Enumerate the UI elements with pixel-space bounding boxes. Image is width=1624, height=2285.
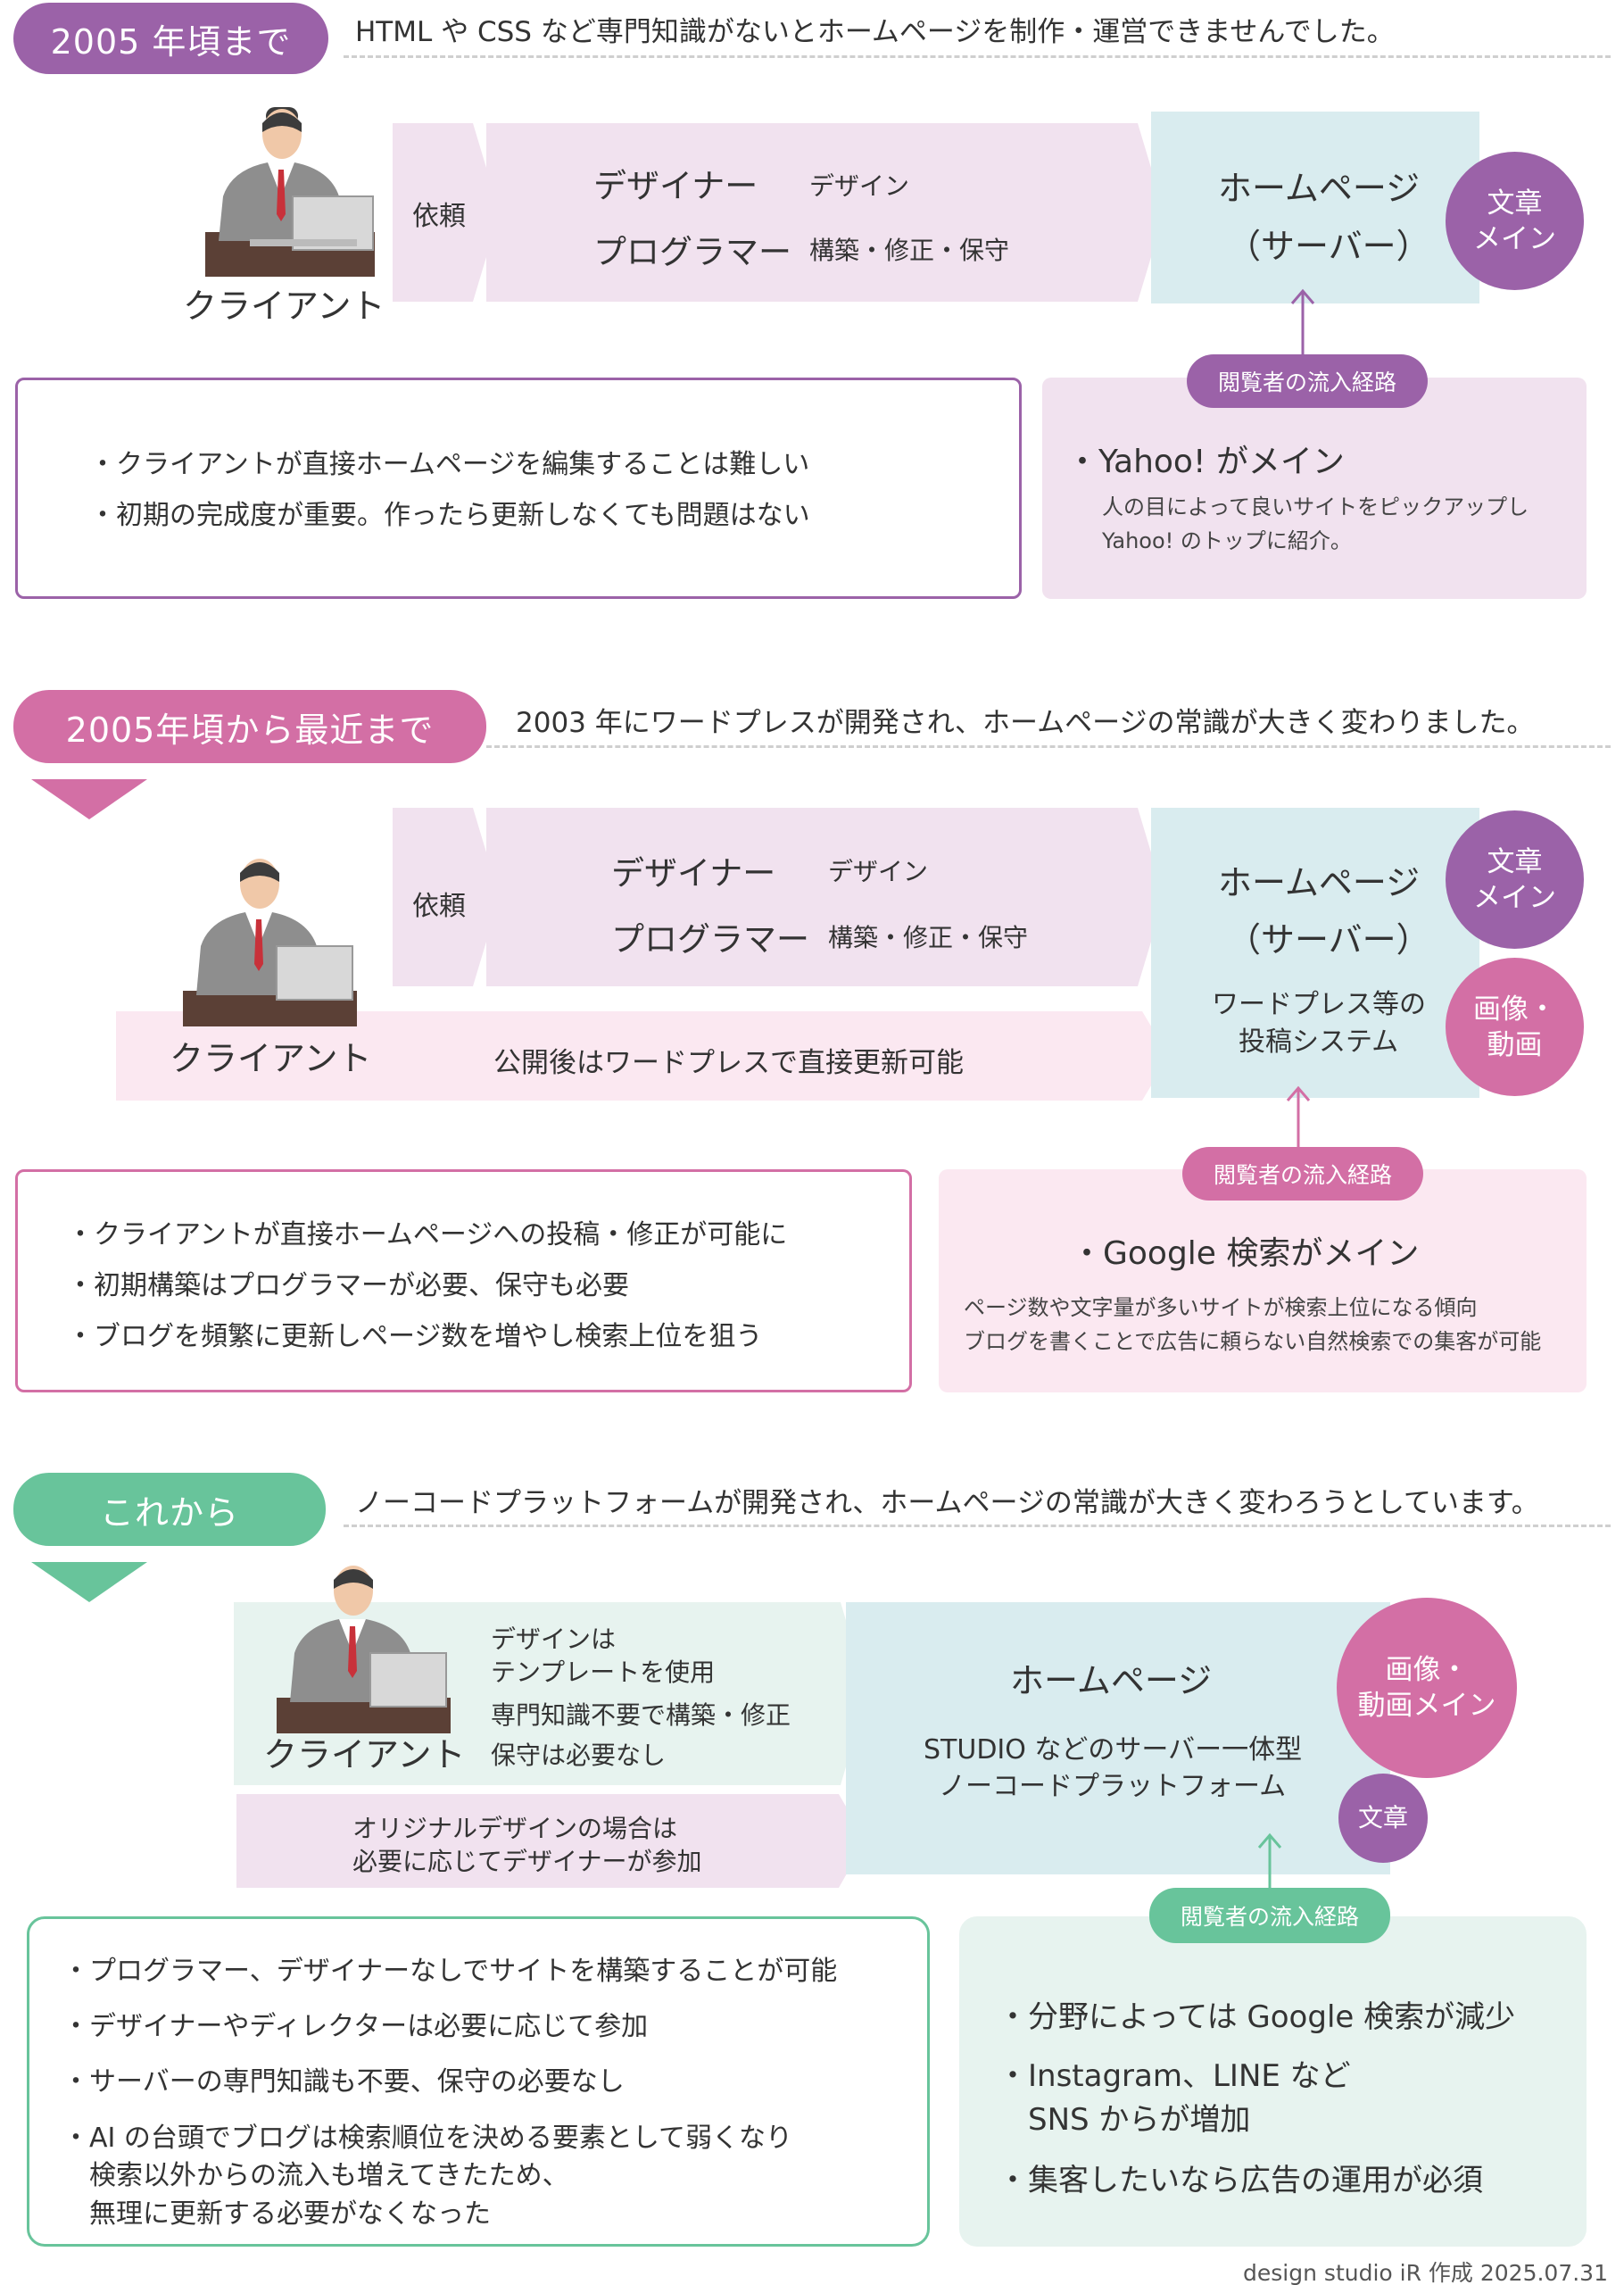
yahoo-sub: Yahoo! のトップに紹介。 (1102, 528, 1352, 553)
request-arrow (393, 808, 500, 986)
bullet: ・プログラマー、デザイナーなしでサイトを構築することが可能 (62, 1956, 838, 1987)
section3-left-box (27, 1916, 930, 2247)
homepage-server-box (1151, 112, 1479, 303)
circle-line: 文章 (1487, 187, 1543, 220)
up-arrow-icon (1290, 288, 1315, 354)
client-label: クライアント (170, 1039, 372, 1078)
client-person-icon (205, 107, 375, 277)
designer-label: デザイナー (611, 854, 776, 893)
bullet: ・初期構築はプログラマーが必要、保守も必要 (67, 1270, 629, 1301)
image-video-main-circle: 画像・ 動画メイン (1337, 1598, 1517, 1778)
section1-right-box (1042, 378, 1587, 599)
text-circle: 文章 (1338, 1774, 1428, 1863)
homepage-title: ホームページ (1218, 169, 1421, 208)
yahoo-main: ・Yahoo! がメイン (1066, 444, 1345, 480)
google-main: ・Google 検索がメイン (1071, 1235, 1420, 1272)
section3-right-box (959, 1916, 1587, 2247)
bullet: 検索以外からの流入も増えてきたため、 (62, 2160, 569, 2191)
dashed-divider (486, 745, 1611, 748)
section2-right-box (939, 1169, 1587, 1392)
request-label: 依頼 (412, 201, 466, 232)
bullet: ・クライアントが直接ホームページを編集することは難しい (89, 449, 810, 480)
circle-line: メイン (1473, 222, 1556, 255)
homepage-sub: （サーバー） (1227, 920, 1430, 960)
circle-line: 動画 (1487, 1028, 1543, 1061)
wordpress-update-band (116, 1011, 1169, 1101)
visitor-route-tag: 閲覧者の流入経路 (1149, 1888, 1390, 1943)
homepage-platform-box (846, 1602, 1390, 1874)
posting-system: ワードプレス等の (1212, 989, 1426, 1020)
text-main-circle: 文章 メイン (1446, 810, 1584, 949)
homepage-sub: （サーバー） (1227, 227, 1430, 266)
visitor-route-tag: 閲覧者の流入経路 (1187, 354, 1428, 408)
designer-label: デザイナー (593, 167, 758, 205)
client-note: 専門知識不要で構築・修正 (491, 1700, 791, 1730)
google-sub: ブログを書くことで広告に頼らない自然検索での集客が可能 (964, 1329, 1542, 1354)
client-note: 保守は必要なし (491, 1741, 667, 1770)
circle-line: 動画メイン (1357, 1690, 1496, 1722)
era-pill-future: これから (13, 1473, 326, 1546)
yahoo-sub: 人の目によって良いサイトをピックアップし (1102, 494, 1529, 519)
bullet: ・クライアントが直接ホームページへの投稿・修正が可能に (67, 1219, 788, 1251)
section1-headline: HTML や CSS など専門知識がないとホームページを制作・運営できませんでし… (355, 16, 1395, 48)
request-label: 依頼 (412, 891, 466, 922)
era-pill-2005: 2005 年頃まで (13, 3, 328, 74)
down-triangle-icon (31, 779, 147, 819)
footer-credit: design studio iR 作成 2025.07.31 (1243, 2260, 1608, 2285)
google-sub: ページ数や文字量が多いサイトが検索上位になる傾向 (964, 1295, 1478, 1320)
client-person-icon (183, 859, 357, 1026)
section1-left-box (15, 378, 1022, 599)
homepage-sub: STUDIO などのサーバー一体型 (924, 1734, 1303, 1766)
dashed-divider (344, 55, 1611, 58)
circle-line: メイン (1473, 881, 1556, 914)
circle-line: 文章 (1487, 845, 1543, 878)
bullet: ・デザイナーやディレクターは必要に応じて参加 (62, 2011, 649, 2042)
bullet: ・ブログを頻繁に更新しページ数を増やし検索上位を狙う (67, 1321, 763, 1352)
text-main-circle: 文章 メイン (1446, 152, 1584, 290)
client-person-icon (277, 1566, 451, 1733)
designer-programmer-arrow (486, 808, 1164, 986)
original-design-arrow (236, 1794, 866, 1888)
bullet: ・分野によっては Google 検索が減少 (998, 1999, 1516, 2035)
client-label: クライアント (183, 287, 385, 326)
client-note: デザインは (491, 1624, 617, 1654)
programmer-label: プログラマー (593, 233, 791, 271)
programmer-role: 構築・修正・保守 (828, 923, 1029, 952)
bullet: ・サーバーの専門知識も不要、保守の必要なし (62, 2066, 625, 2098)
programmer-label: プログラマー (611, 920, 809, 959)
dashed-divider (344, 1525, 1611, 1527)
section2-headline: 2003 年にワードプレスが開発され、ホームページの常識が大きく変わりました。 (516, 707, 1535, 739)
era-pill-2005-recent: 2005年頃から最近まで (13, 690, 486, 763)
designer-role: デザイン (809, 171, 910, 201)
up-arrow-icon (1286, 1085, 1311, 1151)
circle-line: 画像・ (1473, 993, 1556, 1026)
visitor-route-tag: 閲覧者の流入経路 (1182, 1147, 1423, 1201)
designer-role: デザイン (828, 857, 929, 886)
section2-left-box (15, 1169, 912, 1392)
client-note: テンプレートを使用 (491, 1658, 716, 1687)
bullet: ・Instagram、LINE など (998, 2058, 1351, 2094)
programmer-role: 構築・修正・保守 (809, 236, 1010, 265)
homepage-server-box (1151, 808, 1479, 1098)
original-design-note: オリジナルデザインの場合は (352, 1814, 678, 1843)
down-triangle-icon (31, 1562, 147, 1602)
request-arrow (393, 123, 500, 302)
bullet: SNS からが増加 (998, 2102, 1251, 2138)
client-label: クライアント (263, 1735, 466, 1774)
bullet: ・集客したいなら広告の運用が必須 (998, 2163, 1483, 2198)
image-video-circle: 画像・ 動画 (1446, 958, 1584, 1096)
homepage-title: ホームページ (1218, 863, 1421, 902)
bullet: ・初期の完成度が重要。作ったら更新しなくても問題はない (89, 500, 810, 531)
original-design-note: 必要に応じてデザイナーが参加 (352, 1847, 702, 1876)
bullet: 無理に更新する必要がなくなった (62, 2198, 491, 2230)
wordpress-band-label: 公開後はワードプレスで直接更新可能 (493, 1047, 964, 1079)
designer-programmer-arrow (486, 123, 1164, 302)
section3-headline: ノーコードプラットフォームが開発され、ホームページの常識が大きく変わろうとしてい… (355, 1487, 1539, 1519)
homepage-sub: ノーコードプラットフォーム (939, 1771, 1287, 1802)
bullet: ・AI の台頭でブログは検索順位を決める要素として弱くなり (62, 2123, 793, 2154)
homepage-title: ホームページ (1010, 1661, 1213, 1700)
posting-system: 投稿システム (1239, 1026, 1399, 1058)
circle-line: 画像・ (1385, 1654, 1469, 1686)
